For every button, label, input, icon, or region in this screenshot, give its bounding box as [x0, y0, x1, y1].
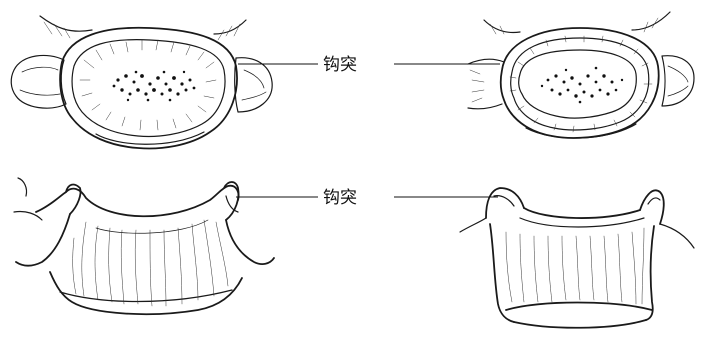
nucleus-pulposus-2	[541, 67, 623, 104]
superior-endplate-2	[524, 208, 640, 218]
uncinate-process-left-2	[486, 188, 524, 218]
inferior-endplate	[50, 272, 242, 314]
label-top: 钩突	[323, 55, 357, 75]
transverse-process-right	[235, 58, 272, 112]
uncinate-process-right-2	[640, 190, 664, 224]
vertebra-bottom-right	[460, 188, 694, 328]
vertebral-body-outline	[60, 28, 237, 149]
nucleus-pulposus	[113, 71, 196, 102]
transverse-process-right-2	[662, 56, 694, 106]
transverse-process-left	[11, 55, 66, 108]
inferior-endplate-2	[506, 303, 652, 328]
vertebra-top-left	[11, 16, 272, 148]
vertebra-bottom-left	[14, 178, 274, 314]
label-bottom: 钩突	[323, 188, 357, 208]
label-bottom-group: 钩突	[236, 188, 498, 208]
vertebra-top-right	[468, 12, 694, 138]
label-top-group: 钩突	[238, 55, 500, 75]
